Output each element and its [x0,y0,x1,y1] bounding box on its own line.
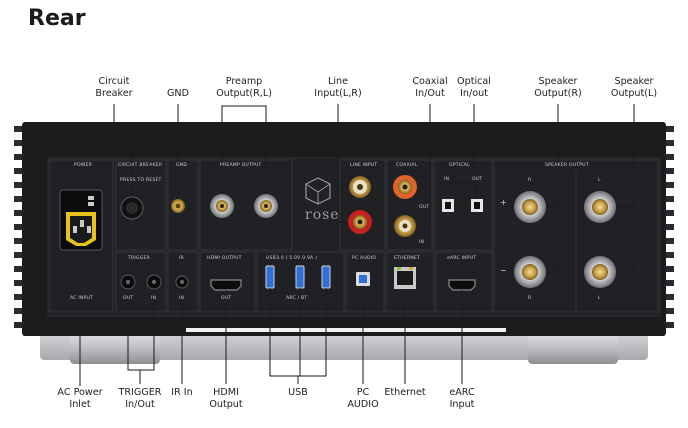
callout-leader-lines [79,104,635,386]
panel-label-speaker-output: SPEAKER OUTPUT [545,163,589,168]
usb-port-1[interactable] [265,265,275,289]
panel-label-l-top: L [598,178,601,183]
speaker-output-l-plus[interactable] [584,191,616,223]
callout-gnd: GND [167,88,189,99]
preamp-output-l-jack[interactable] [254,194,278,218]
panel-label-earc-input: eARC INPUT [447,256,477,261]
panel-label-trigger-out: OUT [123,296,134,301]
panel-label-power: POWER [74,163,93,168]
panel-label-usb-sub: ARC / BT [286,296,308,301]
line-input-r-jack[interactable] [348,210,372,234]
coaxial-out-jack[interactable] [393,175,417,199]
circuit-breaker-button[interactable] [120,196,144,220]
trigger-in-jack[interactable] [146,274,162,290]
panel-label-trigger: TRIGGER [128,256,150,261]
panel-label-press-to-reset: PRESS TO RESET [120,178,162,183]
speaker-output-r-minus[interactable] [514,256,546,288]
panel-label-hdmi-out: OUT [221,296,232,301]
panel-label-r-bottom: R [528,296,532,301]
right-foot [528,330,618,364]
earc-input-port[interactable] [448,279,476,291]
trigger-out-jack[interactable] [120,274,136,290]
panel-label-coax-out: OUT [419,205,430,210]
panel-label-preamp-output: PREAMP OUTPUT [220,163,262,168]
panel-label-ir-in: IN [179,296,185,301]
rose-logo-text: rose [305,207,340,223]
panel-label-l-bottom: L [598,296,601,301]
panel-label-coaxial: COAXIAL [396,163,418,168]
callout-usb: USB [288,387,308,398]
panel-label-coax-in: IN [419,240,425,245]
panel-label-line-input: LINE INPUT [350,163,378,168]
panel-label-pc-audio: PC AUDIO [352,256,377,261]
callout-ethernet: Ethernet [384,387,426,398]
coaxial-in-jack[interactable] [394,215,416,237]
left-foot [70,330,160,364]
speaker-output-l-minus[interactable] [584,256,616,288]
panel-label-trigger-in: IN [151,296,157,301]
usb-port-2[interactable] [295,265,305,289]
bottom-vent-slot [186,328,506,332]
panel-label-optical-out: OUT [472,177,483,182]
panel-label-r-top: R [528,178,532,183]
usb-port-3[interactable] [321,265,331,289]
panel-label-minus: − [500,266,507,275]
hdmi-output-port[interactable] [210,279,242,291]
chassis-base [40,330,648,360]
callout-ir-in: IR In [171,387,193,398]
panel-label-gnd: GND [176,163,188,168]
optical-out-port[interactable] [471,199,483,212]
ir-in-jack[interactable] [175,275,189,289]
left-heatsink-fins [14,126,26,328]
line-input-l-jack[interactable] [349,176,371,198]
preamp-output-r-jack[interactable] [210,194,234,218]
panel-label-ac-input: AC INPUT [70,296,94,301]
pc-audio-usb-b-port[interactable] [356,272,370,286]
panel-label-optical-in: IN [444,177,450,182]
right-heatsink-fins [662,126,674,328]
ethernet-port[interactable] [394,267,416,289]
panel-label-ir: IR [179,256,184,261]
rose-logo [305,177,331,205]
panel-label-usb: USB3.0 ( 5.0V 0.9A ) [266,256,318,261]
panel-label-circuit-breaker: CIRCUIT BREAKER [118,163,163,168]
gnd-terminal[interactable] [171,199,185,213]
page-title: Rear [28,6,86,31]
panel-label-plus: + [500,198,507,207]
panel-label-hdmi-output: HDMI OUTPUT [207,256,242,261]
optical-in-port[interactable] [442,199,454,212]
panel-label-ethernet: ETHERNET [394,256,421,261]
panel-label-optical: OPTICAL [449,163,470,168]
ac-power-inlet[interactable] [59,189,103,251]
speaker-output-r-plus[interactable] [514,191,546,223]
